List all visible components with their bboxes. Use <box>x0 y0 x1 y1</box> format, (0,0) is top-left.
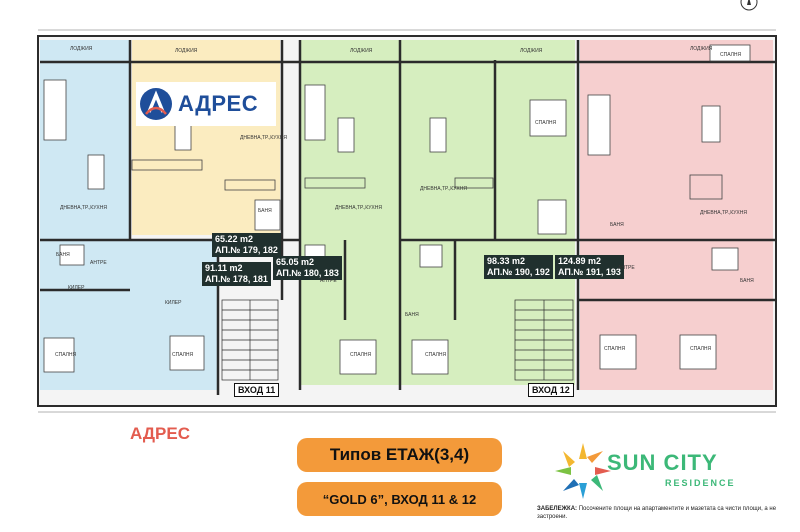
room-label: СПАЛНЯ <box>172 352 194 358</box>
sofas <box>43 79 611 156</box>
apartment-label: 98.33 m2 АП.№ 190, 192 <box>484 255 553 279</box>
room-label: АНТРЕ <box>90 260 107 266</box>
room-label: КИЛЕР <box>165 300 182 306</box>
apartment-label: 91.11 m2 АП.№ 178, 181 <box>202 262 271 286</box>
brand-subtitle: RESIDENCE <box>665 478 736 488</box>
apartment-number: АП.№ 178, 181 <box>205 274 268 284</box>
room-label: СПАЛНЯ <box>690 346 712 352</box>
apartment-area: 65.22 m2 <box>215 234 254 244</box>
footnote: ЗАБЕЛЕЖКА: Посочените площи на апартамен… <box>537 505 787 521</box>
apartment-label: 124.89 m2 АП.№ 191, 193 <box>555 255 624 279</box>
apartment-area: 124.89 m2 <box>558 256 602 266</box>
room-label: БАНЯ <box>405 312 419 318</box>
entrance-label: ВХОД 12 <box>528 383 574 397</box>
kitchen-counters <box>131 159 723 200</box>
room-label: КИЛЕР <box>68 285 85 291</box>
room-label: БАНЯ <box>610 222 624 228</box>
dimension-lines <box>38 29 776 413</box>
room-label: СПАЛНЯ <box>535 120 557 126</box>
apartment-number: АП.№ 191, 193 <box>558 267 621 277</box>
room-label: АНТРЕ <box>320 278 337 284</box>
room-label: СПАЛНЯ <box>425 352 447 358</box>
footnote-text: Посочените площи на апартаментите и мазе… <box>537 506 777 520</box>
agency-logo-icon <box>140 88 172 120</box>
dining-tables <box>87 105 721 190</box>
compass-icon <box>740 0 758 11</box>
room-label: ЛОДЖИЯ <box>350 48 373 54</box>
room-label: БАНЯ <box>258 208 272 214</box>
apartment-area: 65.05 m2 <box>276 257 315 267</box>
room-label: БАНЯ <box>56 252 70 258</box>
room-label: СПАЛНЯ <box>350 352 372 358</box>
walls <box>40 40 775 395</box>
room-label: СПАЛНЯ <box>55 352 77 358</box>
sun-city-logo: SUN CITY RESIDENCE <box>553 440 753 502</box>
room-label: БАНЯ <box>740 278 754 284</box>
agency-name: АДРЕС <box>178 91 259 116</box>
room-label: АНТРЕ <box>618 265 635 271</box>
room-label: ДНЕВНА,ТР.,КУХНЯ <box>335 205 382 211</box>
apartment-area: 98.33 m2 <box>487 256 526 266</box>
room-label: ЛОДЖИЯ <box>690 46 713 52</box>
apartment-area: 91.11 m2 <box>205 263 243 273</box>
room-label: ЛОДЖИЯ <box>175 48 198 54</box>
unit-pink <box>580 40 773 390</box>
stair-12 <box>514 299 574 381</box>
apartment-number: АП.№ 190, 192 <box>487 267 550 277</box>
footnote-label: ЗАБЕЛЕЖКА: <box>537 506 578 512</box>
room-label: СПАЛНЯ <box>604 346 626 352</box>
stair-11 <box>221 299 279 381</box>
entrance-label: ВХОД 11 <box>234 383 280 397</box>
agency-caption: АДРЕС <box>130 424 190 443</box>
beds <box>43 44 751 375</box>
apartment-label: 65.22 m2 АП.№ 179, 182 <box>212 233 281 257</box>
apartment-label: 65.05 m2 АП.№ 180, 183 <box>273 256 342 280</box>
room-label: ДНЕВНА,ТР.,КУХНЯ <box>240 135 287 141</box>
floor-plan <box>37 29 777 413</box>
agency-logo: АДРЕС <box>136 82 276 126</box>
apartment-number: АП.№ 179, 182 <box>215 245 278 255</box>
floor-title: Типов ЕТАЖ(3,4) <box>297 438 502 472</box>
room-label: ДНЕВНА,ТР.,КУХНЯ <box>420 186 467 192</box>
room-label: ДНЕВНА,ТР.,КУХНЯ <box>700 210 747 216</box>
building-label: “GOLD 6”, ВХОД 11 & 12 <box>297 482 502 516</box>
room-label: ЛОДЖИЯ <box>70 46 93 52</box>
room-label: СПАЛНЯ <box>720 52 742 58</box>
room-label: ЛОДЖИЯ <box>520 48 543 54</box>
sun-icon <box>555 443 611 499</box>
apartment-number: АП.№ 180, 183 <box>276 268 339 278</box>
brand-title: SUN CITY <box>607 450 718 475</box>
room-label: ДНЕВНА,ТР.,КУХНЯ <box>60 205 107 211</box>
